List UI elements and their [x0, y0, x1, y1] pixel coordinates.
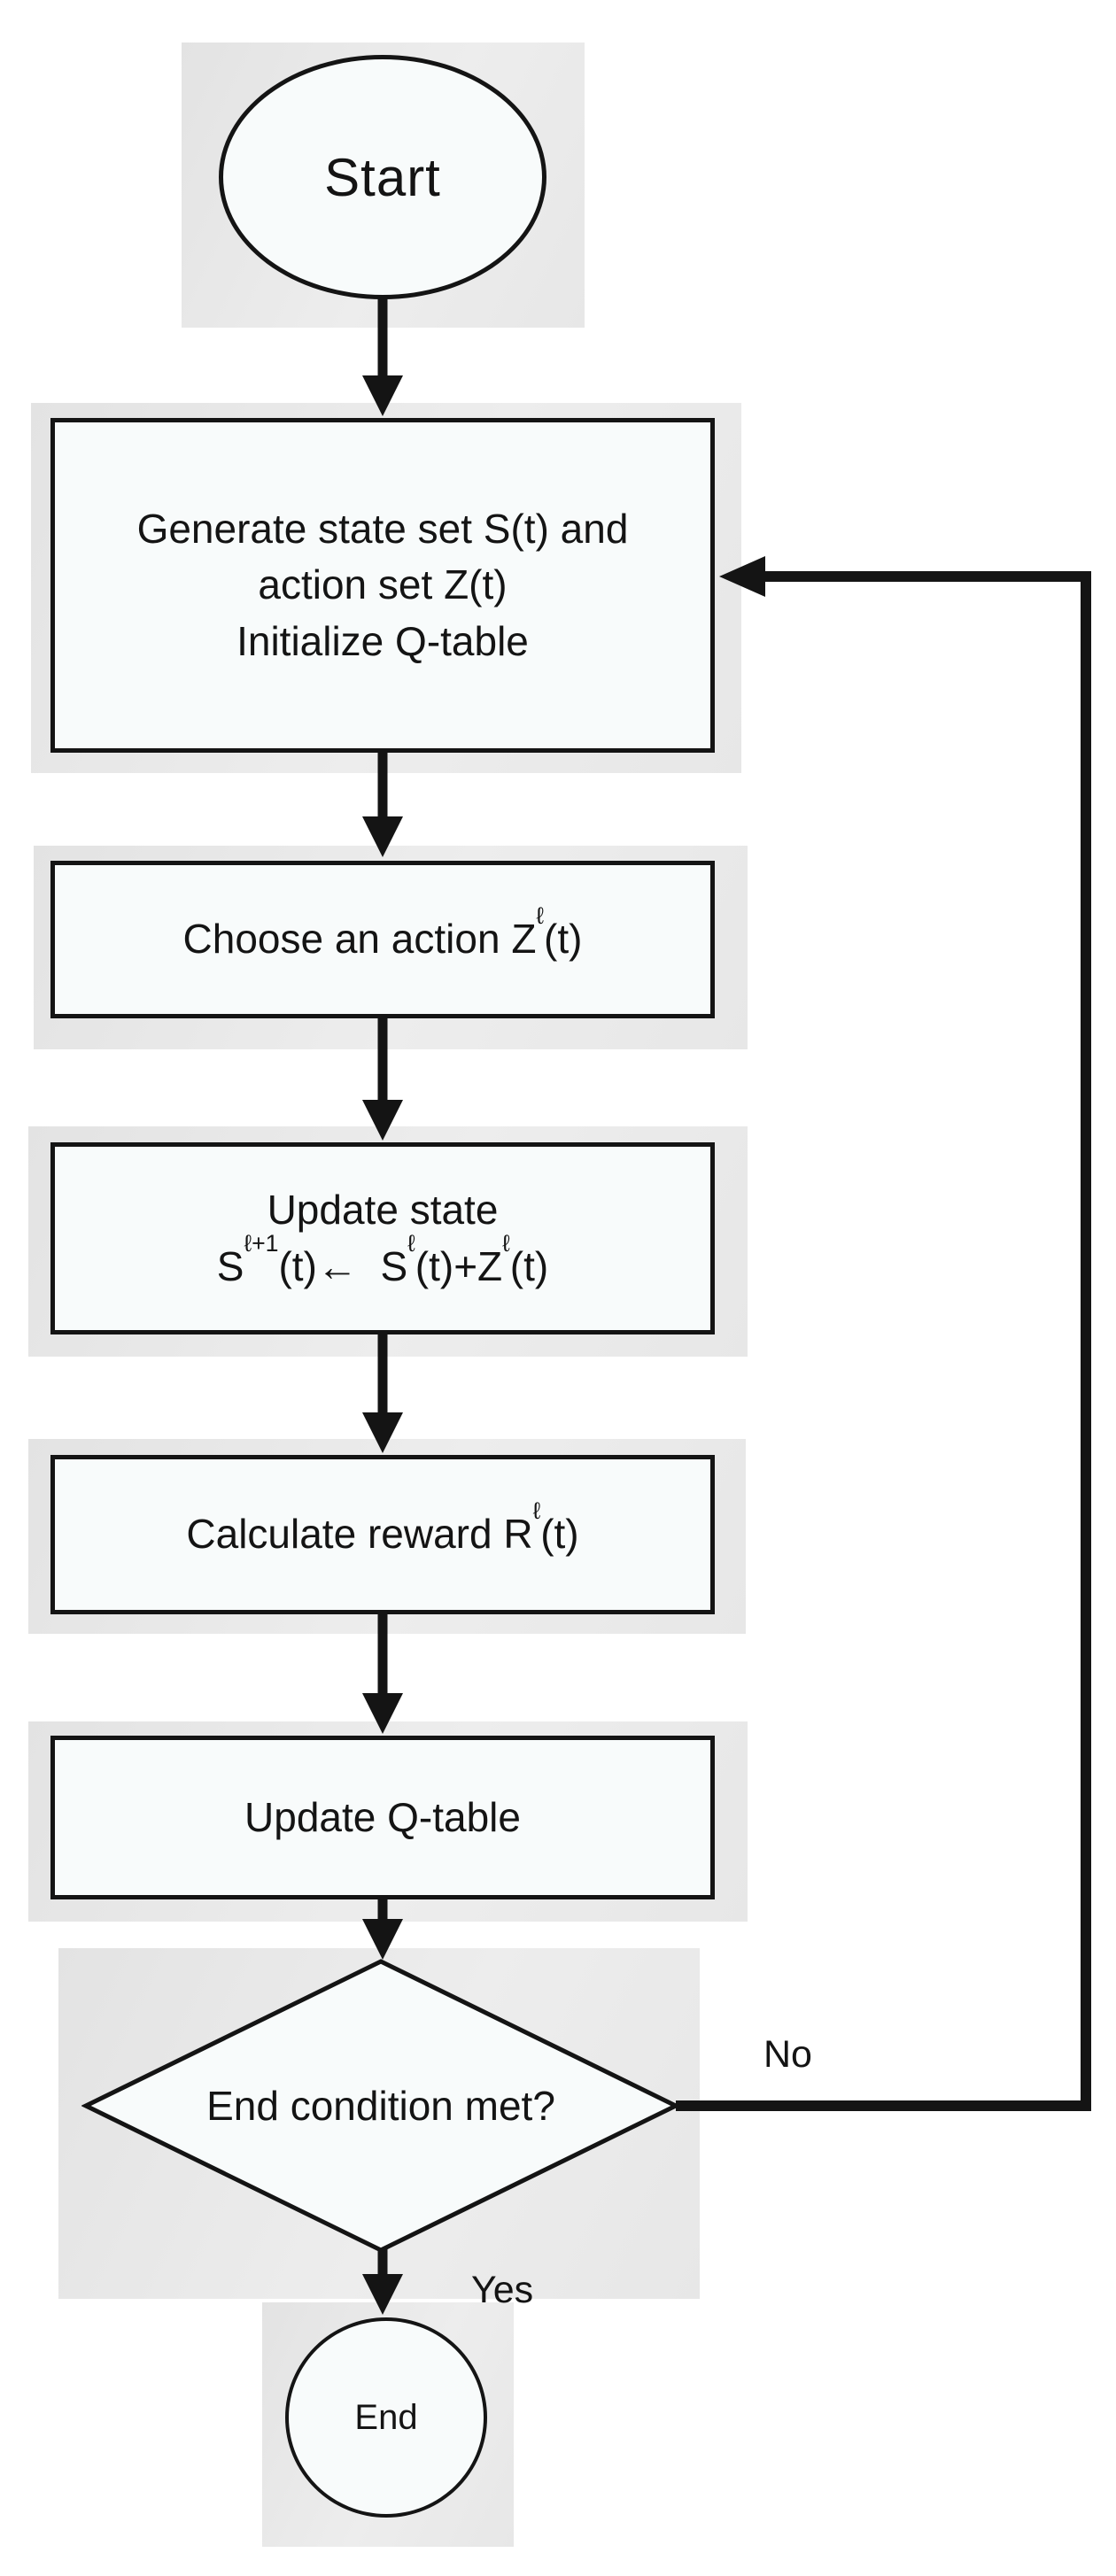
generate-line-2: action set Z(t) [258, 561, 508, 608]
arrow-start-to-generate [362, 296, 403, 416]
choose-action-text: Choose an action Z [182, 916, 537, 963]
arrow-qtable-to-decision [362, 1899, 403, 1960]
end-node: End [285, 2317, 487, 2518]
superscript-ell: ℓ [407, 1229, 415, 1257]
calculate-reward-label: Calculate reward Rℓ(t) [186, 1499, 579, 1562]
arrow-update-state-to-reward [362, 1333, 403, 1453]
no-edge-label: No [763, 2033, 812, 2076]
choose-action-node: Choose an action Zℓ(t) [50, 861, 715, 1018]
update-qtable-node: Update Q-table [50, 1736, 715, 1899]
superscript-ell: ℓ [532, 1497, 541, 1525]
superscript-ell-plus-1: ℓ+1 [244, 1229, 279, 1257]
decision-node [81, 1959, 680, 2253]
update-state-formula: Sℓ+1(t)← Sℓ(t)+Zℓ(t) [216, 1231, 549, 1295]
reward-text: Calculate reward R [186, 1511, 533, 1558]
reward-arg: (t) [540, 1511, 579, 1558]
loop-no-arrow [676, 556, 1091, 2111]
superscript-ell: ℓ [502, 1229, 510, 1257]
arrow-generate-to-choose [362, 751, 403, 857]
yes-edge-label: Yes [471, 2269, 534, 2311]
formula-assign: (t)← S [278, 1242, 408, 1289]
update-state-node: Update state Sℓ+1(t)← Sℓ(t)+Zℓ(t) [50, 1142, 715, 1334]
arrow-reward-to-qtable [362, 1613, 403, 1734]
decision-label: End condition met? [206, 2083, 555, 2129]
arrow-decision-to-end-yes [362, 2248, 403, 2315]
decision-diamond-shape [81, 1959, 680, 2253]
generate-node: Generate state set S(t) and action set Z… [50, 418, 715, 753]
choose-action-label: Choose an action Zℓ(t) [182, 904, 583, 967]
start-node: Start [219, 55, 546, 299]
choose-action-arg: (t) [544, 916, 583, 963]
start-label: Start [324, 147, 441, 207]
end-label: End [354, 2397, 418, 2437]
update-qtable-label: Update Q-table [244, 1793, 521, 1840]
arrow-choose-to-update-state [362, 1017, 403, 1141]
calculate-reward-node: Calculate reward Rℓ(t) [50, 1455, 715, 1614]
formula-plus-z: (t)+Z [415, 1242, 503, 1289]
update-state-title: Update state [267, 1187, 499, 1234]
formula-arg: (t) [509, 1242, 549, 1289]
generate-line-1: Generate state set S(t) and [136, 505, 629, 552]
formula-s: S [216, 1242, 244, 1289]
generate-line-3: Initialize Q-table [236, 617, 529, 664]
superscript-ell: ℓ [536, 902, 545, 930]
